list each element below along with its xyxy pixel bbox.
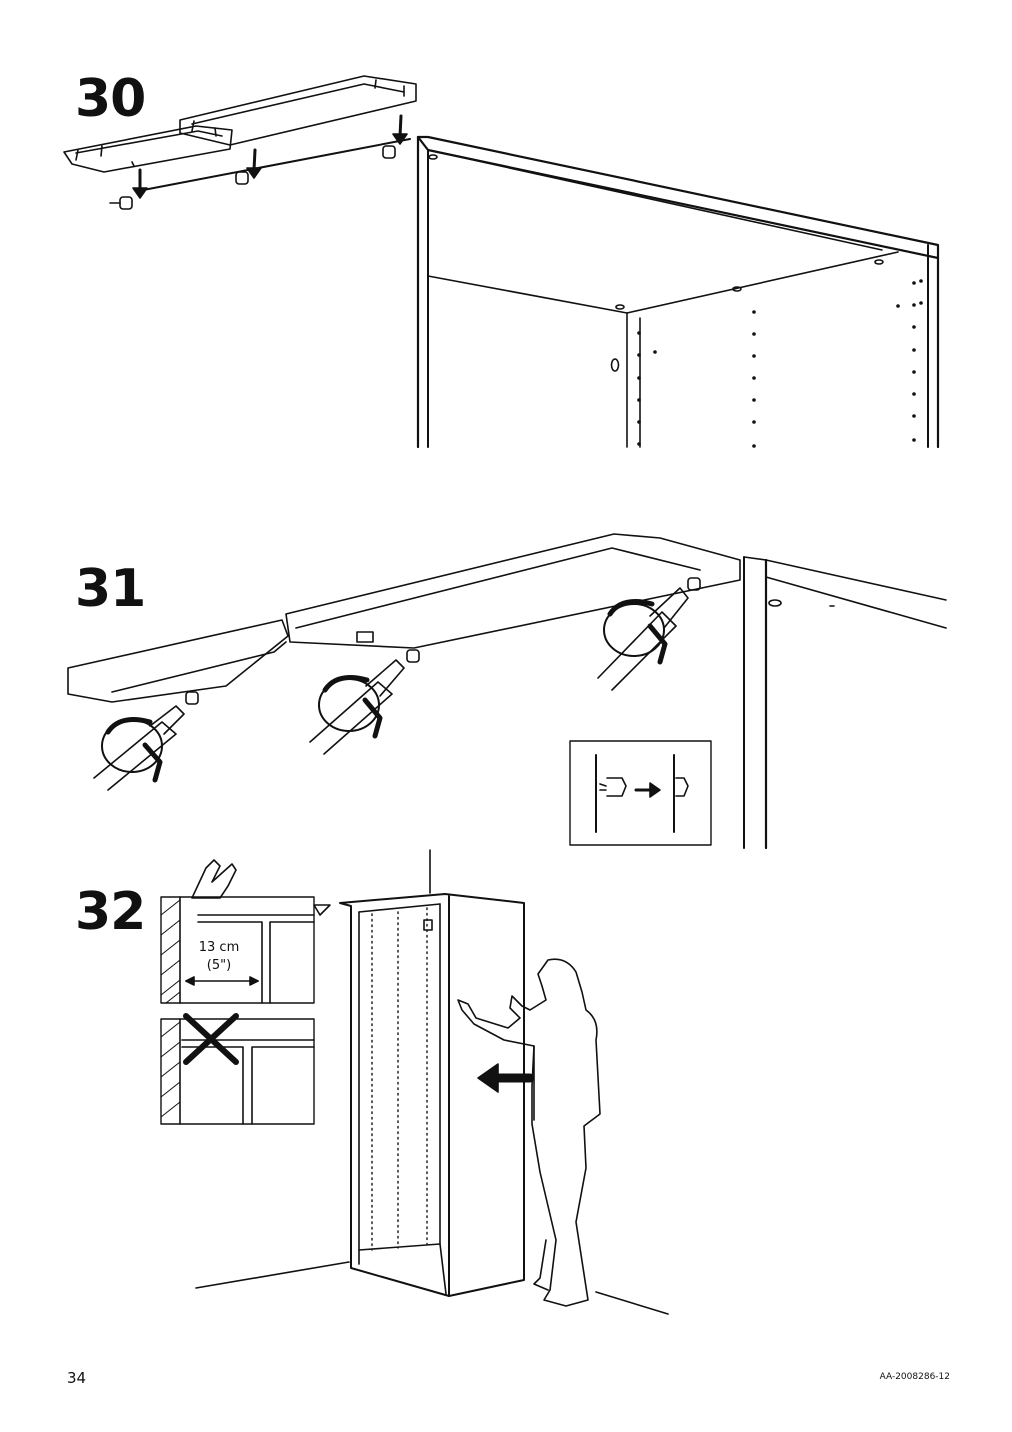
step-30-number: 30	[75, 69, 146, 129]
rail-piece-right	[179, 75, 417, 146]
forbidden-cross-icon	[183, 1013, 239, 1065]
step-31-illustration	[67, 533, 947, 850]
down-arrow-icon	[132, 114, 408, 199]
screw-icon	[109, 145, 396, 210]
finger-pointer-icon	[191, 859, 331, 916]
person-figure	[457, 958, 601, 1307]
measurement-metric: 13 cm	[198, 940, 240, 955]
correct-detail-box	[160, 896, 315, 1004]
detail-box	[569, 740, 712, 846]
step-30-illustration	[63, 75, 940, 449]
incorrect-detail-box	[160, 1013, 315, 1125]
step-32-number: 32	[75, 882, 146, 942]
wardrobe	[339, 849, 525, 1297]
step-32-illustration	[160, 849, 669, 1315]
rotate-arrow-icon	[101, 599, 668, 783]
step-31-number: 31	[75, 559, 146, 619]
screwdriver-icon	[93, 587, 689, 791]
rail-piece-left	[63, 125, 233, 173]
push-left-arrow-icon	[477, 1063, 535, 1093]
document-code: AA-2008286-12	[879, 1372, 950, 1382]
page-number: 34	[67, 1369, 87, 1387]
measurement-imperial: (5")	[206, 958, 232, 973]
